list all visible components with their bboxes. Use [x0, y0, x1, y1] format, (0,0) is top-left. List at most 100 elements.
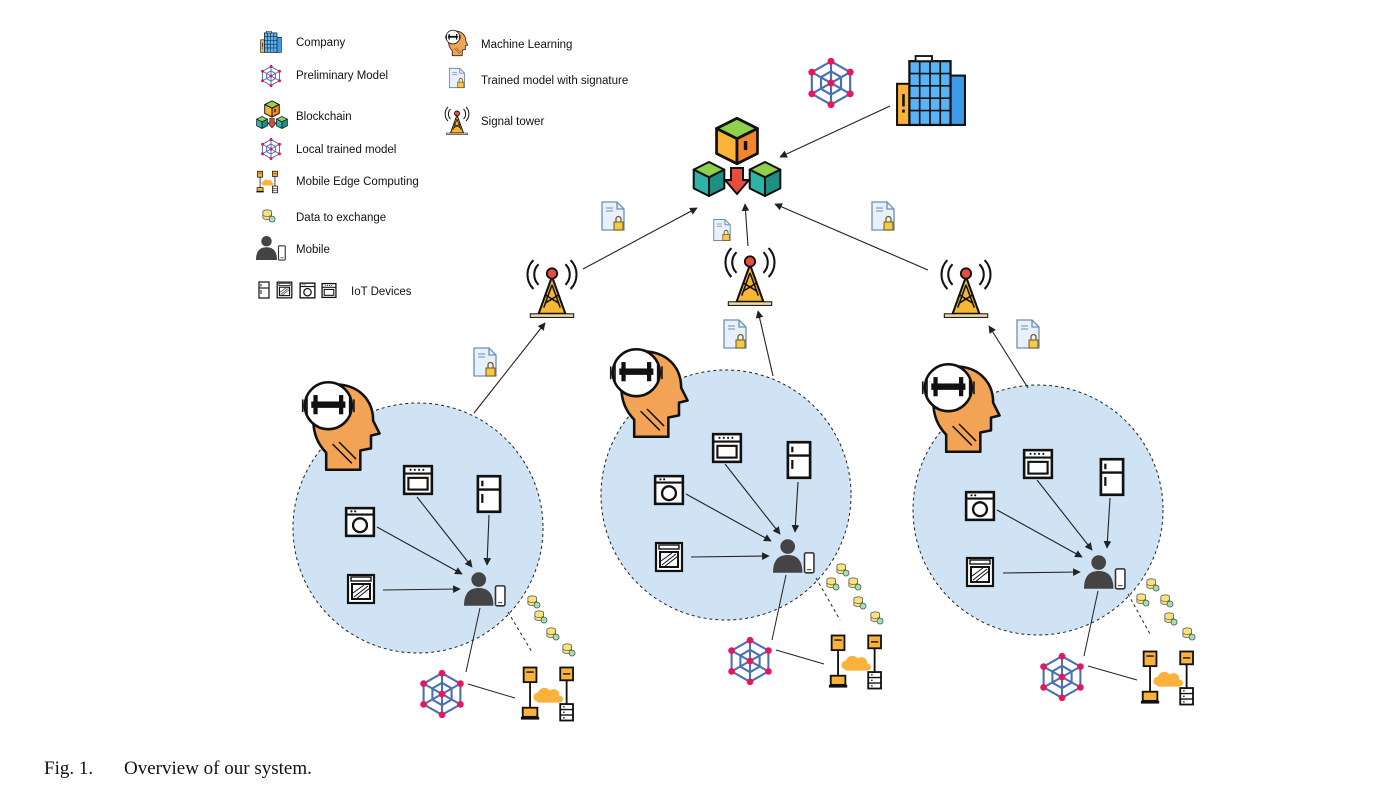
mobile-to-edge-dashed-line — [815, 577, 841, 621]
figure-caption-text: Overview of our system. — [124, 758, 312, 779]
database-icon — [1136, 593, 1150, 607]
oven-icon — [1022, 448, 1054, 480]
device-to-mobile-arrow — [483, 514, 492, 566]
blockchain-icon — [257, 101, 288, 129]
microwave-icon — [965, 556, 995, 588]
signal-tower-icon — [724, 247, 776, 307]
signal-tower-icon — [526, 259, 578, 319]
figure-caption: Fig. 1.Overview of our system. — [44, 758, 312, 780]
building-icon — [260, 31, 282, 53]
washer-icon — [299, 282, 316, 299]
building-icon — [895, 55, 967, 127]
device-to-mobile-arrow — [1036, 479, 1093, 551]
database-icon — [1146, 578, 1160, 592]
tower-to-blockchain-arrow — [774, 203, 929, 271]
database-icon — [848, 577, 862, 591]
person-icon — [256, 235, 286, 261]
circle-to-tower-arrow — [988, 325, 1029, 389]
washer-icon — [344, 506, 376, 538]
legend-label-machine-learning: Machine Learning — [481, 39, 572, 51]
database-icon — [1160, 594, 1174, 608]
model-to-edge-line — [467, 683, 516, 699]
signed-document-icon — [448, 67, 466, 89]
legend-label-trained-model-with-signature: Trained model with signature — [481, 75, 628, 87]
device-to-mobile-arrow — [690, 552, 770, 560]
mobile-to-edge-dashed-line — [507, 611, 533, 653]
mobile-to-model-line — [1083, 590, 1099, 657]
tower-to-blockchain-arrow — [741, 203, 750, 247]
legend-label-blockchain: Blockchain — [296, 111, 352, 123]
microwave-icon — [276, 281, 293, 299]
circle-to-tower-arrow — [755, 310, 774, 377]
device-to-mobile-arrow — [416, 496, 473, 568]
legend-label-preliminary-model: Preliminary Model — [296, 70, 388, 82]
model-to-edge-line — [775, 649, 825, 665]
microwave-icon — [346, 573, 376, 605]
database-icon — [534, 610, 548, 624]
legend-label-local-trained-model: Local trained model — [296, 144, 396, 156]
legend: Company Preliminary Model Blockchain Loc… — [256, 29, 628, 299]
database-icon — [870, 611, 884, 625]
oven-icon — [711, 432, 743, 464]
cluster-left — [292, 322, 576, 722]
database-icon — [1182, 627, 1196, 641]
washer-icon — [964, 490, 996, 522]
microwave-icon — [654, 541, 684, 573]
device-to-mobile-arrow — [1103, 497, 1112, 549]
fridge-icon — [476, 474, 502, 514]
legend-label-company: Company — [296, 37, 345, 49]
legend-label-iot-devices: IoT Devices — [351, 286, 412, 298]
signed-document-icon — [871, 201, 895, 231]
mobile-to-model-line — [771, 574, 787, 641]
oven-icon — [321, 282, 337, 299]
database-icon — [546, 627, 560, 641]
device-to-mobile-arrow — [1002, 568, 1081, 576]
legend-label-mobile: Mobile — [296, 244, 330, 256]
database-icon — [826, 577, 840, 591]
model-to-edge-line — [1087, 665, 1138, 681]
signal-tower-icon — [444, 106, 470, 136]
network-icon — [260, 138, 282, 160]
legend-label-mobile-edge-computing: Mobile Edge Computing — [296, 176, 419, 188]
database-icon — [836, 563, 850, 577]
device-to-mobile-arrow — [382, 585, 461, 593]
edge-computing-icon — [520, 666, 574, 722]
cluster-middle — [600, 310, 884, 690]
device-to-mobile-arrow — [685, 493, 772, 542]
mobile-to-model-line — [465, 607, 481, 673]
signed-document-icon — [713, 219, 731, 241]
database-icon — [1164, 612, 1178, 626]
mobile-to-edge-dashed-line — [1127, 593, 1151, 635]
fridge-icon — [786, 440, 812, 480]
washer-icon — [653, 474, 685, 506]
circle-to-tower-arrow — [473, 322, 546, 414]
signed-document-icon — [723, 319, 747, 349]
fridge-icon — [258, 281, 270, 299]
ml-head-icon — [445, 29, 469, 57]
signal-tower-icon — [940, 259, 992, 319]
cluster-right — [912, 319, 1196, 706]
device-to-mobile-arrow — [791, 481, 800, 533]
database-icon — [527, 595, 541, 609]
signed-document-icon — [473, 347, 497, 377]
network-icon — [260, 65, 282, 87]
network-icon — [419, 670, 465, 718]
network-icon — [727, 637, 773, 685]
network-icon — [807, 58, 855, 108]
device-to-mobile-arrow — [724, 463, 781, 535]
edge-computing-icon — [256, 170, 278, 194]
company-to-blockchain-arrow — [779, 105, 891, 158]
blockchain-icon — [694, 118, 781, 196]
tower-to-blockchain-arrow — [582, 207, 698, 270]
device-to-mobile-arrow — [376, 526, 463, 575]
network-icon — [1039, 653, 1085, 701]
signed-document-icon — [601, 201, 625, 231]
fridge-icon — [1099, 457, 1125, 497]
signed-document-icon — [1016, 319, 1040, 349]
database-icon — [262, 209, 276, 223]
edge-computing-icon — [828, 634, 882, 690]
device-to-mobile-arrow — [996, 509, 1083, 558]
oven-icon — [402, 464, 434, 496]
